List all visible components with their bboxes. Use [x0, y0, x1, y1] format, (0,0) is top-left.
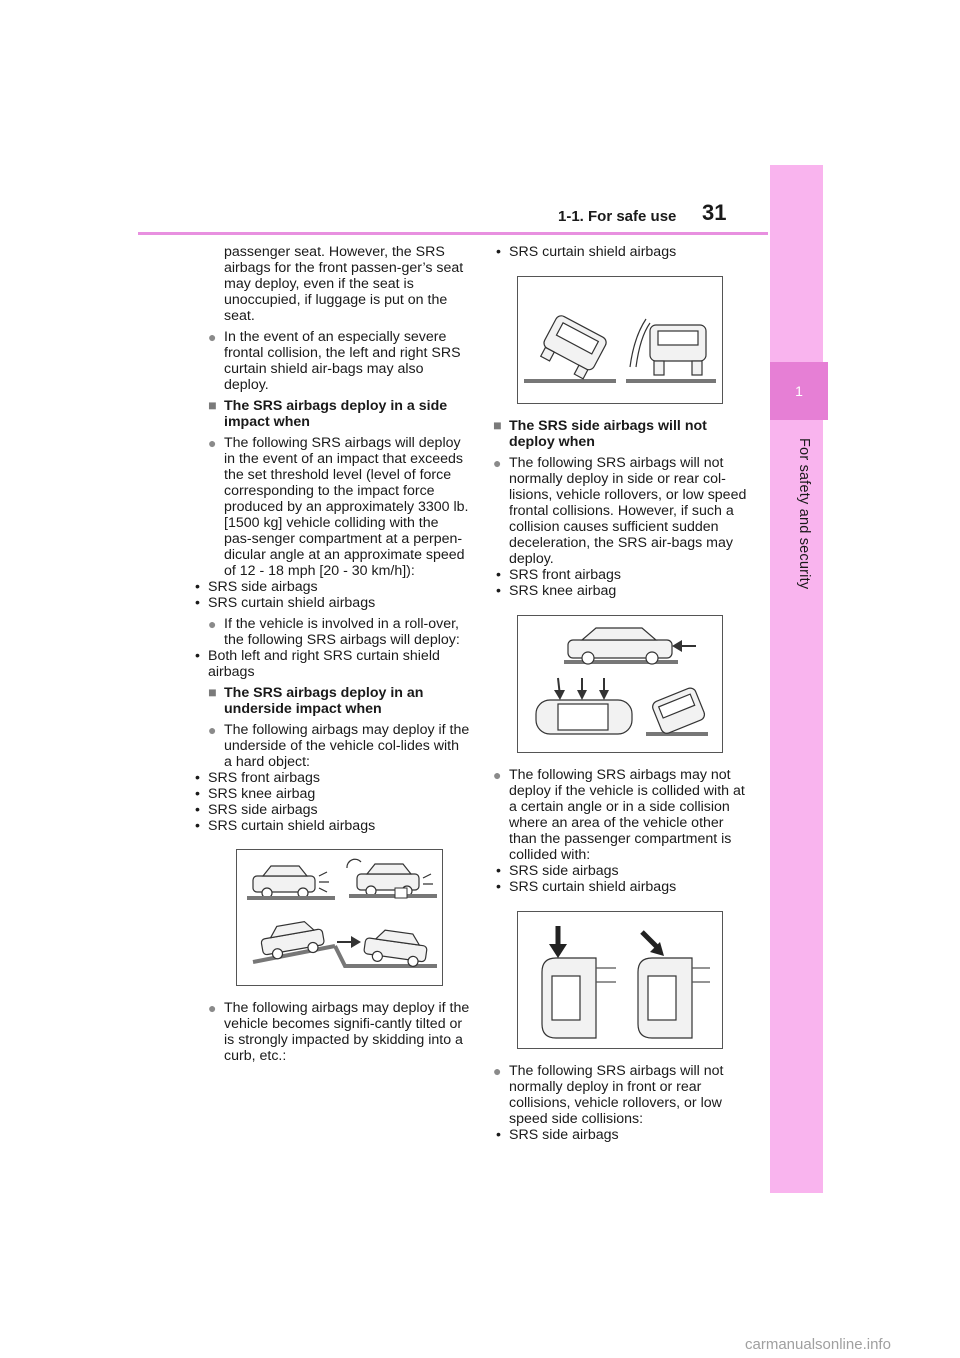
bullet-text: The following airbags may deploy if the … [224, 1000, 470, 1064]
chapter-title: For safety and security [796, 438, 812, 590]
car-topview-illustration [637, 957, 693, 1039]
heading-side-not-deploy: ■ The SRS side airbags will not deploy w… [493, 418, 755, 450]
car-topview-illustration [541, 957, 597, 1039]
paragraph-continuation: passenger seat. However, the SRS airbags… [224, 244, 464, 324]
square-marker-icon: ■ [208, 398, 217, 414]
bullet-text: The following SRS airbags may not deploy… [509, 767, 745, 863]
car-illustration [252, 865, 316, 899]
heading-side-impact: ■ The SRS airbags deploy in a side impac… [208, 398, 470, 430]
tilted-airbag-list: •SRS curtain shield airbags [493, 244, 755, 260]
bullet-severe-frontal: ● In the event of an especially severe f… [208, 329, 470, 393]
side-impact-airbag-list: •SRS side airbags •SRS curtain shield ai… [192, 579, 470, 611]
bullet-circle-icon: ● [208, 329, 217, 345]
rollover-curb-illustration [517, 276, 723, 404]
list-item: •SRS front airbags [195, 770, 320, 786]
car-illustration [539, 315, 607, 380]
side-rear-collision-illustration [517, 615, 723, 753]
left-column: passenger seat. However, the SRS airbags… [195, 244, 470, 1069]
list-item: •SRS curtain shield airbags [195, 595, 376, 611]
heading-text: The SRS side airbags will not deploy whe… [509, 418, 707, 450]
underside-airbag-list: •SRS front airbags •SRS knee airbag •SRS… [192, 770, 470, 834]
list-item: •SRS side airbags [195, 802, 318, 818]
chapter-number-box: 1 [770, 362, 828, 420]
list-item: •SRS front airbags [496, 567, 621, 583]
car-illustration [567, 627, 673, 665]
angled-collision-illustration [517, 911, 723, 1049]
car-illustration [652, 687, 706, 734]
car-illustration [363, 929, 428, 967]
list-item: •SRS curtain shield airbags [496, 879, 677, 895]
bullet-side-threshold: ● The following SRS airbags will deploy … [208, 435, 470, 579]
rollover-airbag-list: •Both left and right SRS curtain shield … [192, 648, 470, 680]
car-illustration [649, 324, 707, 376]
underside-impact-illustration [236, 849, 443, 986]
bullet-tilted: ● The following airbags may deploy if th… [208, 1000, 470, 1064]
heading-text: The SRS airbags deploy in an underside i… [224, 685, 424, 717]
bullet-circle-icon: ● [208, 722, 217, 738]
bullet-text: The following airbags may deploy if the … [224, 722, 470, 770]
bullet-text: The following SRS airbags will deploy in… [224, 435, 469, 579]
bullet-side-not-deploy: ● The following SRS airbags will not nor… [493, 455, 755, 567]
square-marker-icon: ■ [493, 418, 502, 434]
chapter-side-tab [770, 165, 823, 1193]
side-not-deploy-list: •SRS front airbags •SRS knee airbag [493, 567, 755, 599]
bullet-angled-collision: ● The following SRS airbags may not depl… [493, 767, 755, 863]
list-item: •SRS curtain shield airbags [195, 818, 376, 834]
angled-collision-list: •SRS side airbags •SRS curtain shield ai… [493, 863, 755, 895]
header-rule [138, 232, 768, 235]
heading-underside-impact: ■ The SRS airbags deploy in an underside… [208, 685, 470, 717]
list-item: •SRS side airbags [496, 1127, 619, 1143]
section-title: 1-1. For safe use [558, 208, 677, 225]
bullet-circle-icon: ● [493, 1063, 502, 1079]
bullet-text: In the event of an especially severe fro… [224, 329, 461, 393]
car-topview-illustration [535, 699, 633, 735]
heading-text: The SRS airbags deploy in a side impact … [224, 398, 448, 430]
bullet-text: If the vehicle is involved in a roll-ove… [224, 616, 460, 648]
list-item: •SRS knee airbag [195, 786, 316, 802]
bullet-underside: ● The following airbags may deploy if th… [208, 722, 470, 770]
car-illustration [356, 863, 420, 897]
right-column: •SRS curtain shield airbags ■ The SRS si… [493, 244, 755, 1148]
bullet-circle-icon: ● [493, 455, 502, 471]
list-item: •SRS curtain shield airbags [496, 244, 677, 260]
car-illustration [260, 920, 325, 960]
footer-watermark-url: carmanualsonline.info [745, 1336, 891, 1353]
bullet-circle-icon: ● [208, 435, 217, 451]
page-number: 31 [702, 200, 727, 225]
bullet-circle-icon: ● [208, 616, 217, 632]
front-rear-not-deploy-list: •SRS side airbags [493, 1127, 755, 1143]
bullet-text: The following SRS airbags will not norma… [509, 1063, 724, 1127]
bullet-front-rear-not-deploy: ● The following SRS airbags will not nor… [493, 1063, 755, 1127]
bullet-rollover: ● If the vehicle is involved in a roll-o… [208, 616, 470, 648]
list-item: •SRS side airbags [195, 579, 318, 595]
list-item: •Both left and right SRS curtain shield … [195, 648, 440, 680]
bullet-circle-icon: ● [208, 1000, 217, 1016]
square-marker-icon: ■ [208, 685, 217, 701]
bullet-text: The following SRS airbags will not norma… [509, 455, 747, 567]
list-item: •SRS knee airbag [496, 583, 617, 599]
bullet-circle-icon: ● [493, 767, 502, 783]
list-item: •SRS side airbags [496, 863, 619, 879]
